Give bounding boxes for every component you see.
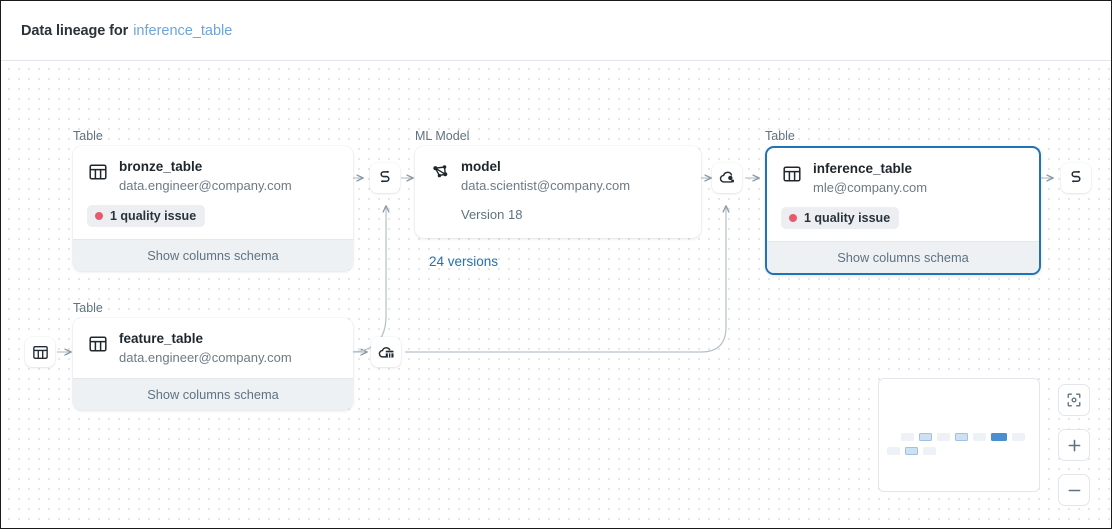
node-meta: inference_table mle@company.com bbox=[813, 161, 927, 196]
node-header: bronze_table data.engineer@company.com bbox=[87, 159, 339, 194]
node-body: feature_table data.engineer@company.com bbox=[73, 318, 353, 366]
minimap-node-thumb bbox=[955, 433, 968, 441]
minimap-node-thumb bbox=[991, 433, 1007, 441]
model-graph-icon bbox=[429, 161, 451, 183]
minimap-row-2 bbox=[887, 447, 936, 455]
minimap-node-thumb bbox=[973, 433, 986, 441]
node-meta: model data.scientist@company.com bbox=[461, 159, 630, 194]
pipeline-chip-1[interactable] bbox=[370, 163, 400, 193]
model-version-label: Version 18 bbox=[461, 207, 523, 223]
node-feature-table[interactable]: feature_table data.engineer@company.com … bbox=[73, 318, 353, 411]
page-title-subject-link[interactable]: inference_table bbox=[133, 22, 233, 39]
status-dot-icon bbox=[95, 212, 103, 221]
minus-icon bbox=[1068, 489, 1080, 491]
node-type-label-feature-table: Table bbox=[73, 301, 103, 315]
fit-to-screen-button[interactable] bbox=[1058, 384, 1090, 416]
fit-screen-icon bbox=[1067, 393, 1081, 407]
minimap-node-thumb bbox=[887, 447, 900, 455]
node-ml-model[interactable]: model data.scientist@company.com Version… bbox=[415, 146, 701, 239]
status-badge-quality-issue[interactable]: 1 quality issue bbox=[781, 207, 900, 230]
node-body: bronze_table data.engineer@company.com 1… bbox=[73, 146, 353, 228]
model-versions-link[interactable]: 24 versions bbox=[429, 254, 499, 269]
node-owner: data.scientist@company.com bbox=[461, 177, 631, 193]
node-meta: feature_table data.engineer@company.com bbox=[119, 331, 292, 366]
pipeline-chip-2[interactable] bbox=[1061, 163, 1091, 193]
minimap-node-thumb bbox=[937, 433, 950, 441]
node-title: inference_table bbox=[813, 161, 913, 176]
job-cloud-chip[interactable] bbox=[712, 163, 742, 193]
node-body: model data.scientist@company.com Version… bbox=[415, 146, 701, 238]
source-table-chip[interactable] bbox=[25, 337, 55, 367]
node-title: model bbox=[461, 159, 501, 174]
status-badge-quality-issue[interactable]: 1 quality issue bbox=[87, 205, 206, 228]
table-icon bbox=[781, 163, 803, 185]
status-badge-label: 1 quality issue bbox=[804, 211, 891, 226]
lineage-canvas[interactable]: Table bronze_table data.engineer@company… bbox=[1, 61, 1111, 528]
node-title: bronze_table bbox=[119, 159, 203, 174]
page-title: Data lineage for bbox=[21, 22, 129, 39]
show-columns-schema-button[interactable]: Show columns schema bbox=[73, 239, 353, 272]
node-header: model data.scientist@company.com bbox=[429, 159, 687, 194]
plus-icon bbox=[1068, 439, 1080, 451]
cloud-job-icon bbox=[719, 171, 734, 183]
minimap-row-1 bbox=[901, 433, 1025, 441]
show-columns-schema-button[interactable]: Show columns schema bbox=[73, 378, 353, 411]
node-owner: data.engineer@company.com bbox=[119, 349, 292, 365]
minimap-node-thumb bbox=[905, 447, 918, 455]
cloud-table-icon bbox=[378, 346, 394, 358]
node-bronze-table[interactable]: bronze_table data.engineer@company.com 1… bbox=[73, 146, 353, 272]
node-title: feature_table bbox=[119, 331, 204, 346]
node-meta: bronze_table data.engineer@company.com bbox=[119, 159, 292, 194]
node-type-label-bronze-table: Table bbox=[73, 129, 103, 143]
pipeline-icon bbox=[380, 170, 390, 183]
node-type-label-model: ML Model bbox=[415, 129, 470, 143]
show-columns-schema-button[interactable]: Show columns schema bbox=[767, 241, 1039, 274]
node-owner: mle@company.com bbox=[813, 179, 928, 195]
zoom-in-button[interactable] bbox=[1058, 429, 1090, 461]
minimap-node-thumb bbox=[919, 433, 932, 441]
node-inference-table[interactable]: inference_table mle@company.com 1 qualit… bbox=[765, 146, 1041, 276]
table-icon bbox=[32, 345, 48, 359]
minimap-panel[interactable] bbox=[878, 378, 1040, 492]
status-badge-label: 1 quality issue bbox=[110, 209, 197, 224]
minimap-node-thumb bbox=[901, 433, 914, 441]
minimap-node-thumb bbox=[1012, 433, 1025, 441]
table-icon bbox=[87, 161, 109, 183]
node-type-label-inference-table: Table bbox=[765, 129, 795, 143]
node-body: inference_table mle@company.com 1 qualit… bbox=[767, 148, 1039, 230]
table-icon bbox=[87, 333, 109, 355]
node-owner: data.engineer@company.com bbox=[119, 177, 292, 193]
page-header: Data lineage for inference_table bbox=[1, 1, 1111, 61]
status-dot-icon bbox=[789, 214, 797, 223]
node-header: inference_table mle@company.com bbox=[781, 161, 1025, 196]
minimap-node-thumb bbox=[923, 447, 936, 455]
pipeline-icon bbox=[1071, 170, 1081, 183]
zoom-out-button[interactable] bbox=[1058, 474, 1090, 506]
cloud-table-chip[interactable] bbox=[371, 337, 401, 367]
node-header: feature_table data.engineer@company.com bbox=[87, 331, 339, 366]
